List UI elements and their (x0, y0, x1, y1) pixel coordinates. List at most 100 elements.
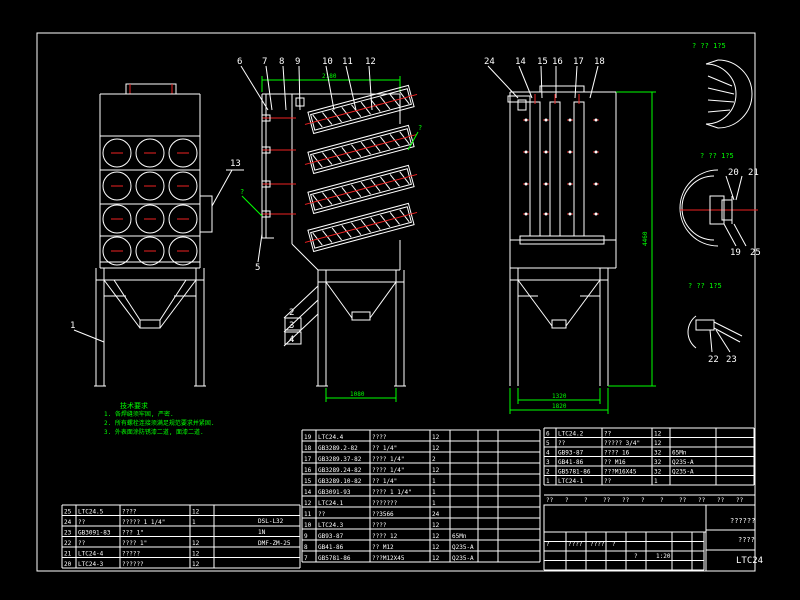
bom-center-cell: ???? 1 1/4" (372, 489, 412, 496)
balloon-15: 15 (537, 57, 548, 67)
centerline (304, 173, 418, 205)
leader-line (325, 65, 335, 111)
balloon-2: 2 (289, 308, 294, 318)
leader-line (298, 65, 301, 111)
bom-center-cell: GB93-87 (318, 533, 344, 540)
nozzle (544, 182, 548, 186)
bom-left-cell: ????? (122, 551, 140, 558)
nozzle (568, 150, 572, 154)
bom-center-cell: ?? 1/4" (372, 445, 397, 452)
bom-right-cell: LTC24-1 (558, 478, 584, 485)
bom-center-cell: 10 (304, 522, 312, 529)
bom-center-cell: 12 (432, 533, 440, 540)
bom-right-cell: 12 (654, 431, 662, 438)
bom-right-cell: GB5781-86 (558, 469, 591, 476)
balloon-14: 14 (515, 57, 526, 67)
bom-left-cell: 12 (192, 540, 200, 547)
bom-right-cell: 3 (546, 459, 550, 466)
bom-center-cell: GB3289.10-82 (318, 478, 362, 485)
filter-cartridge-end (168, 236, 198, 266)
bom-header-cell: ? (641, 497, 645, 504)
nozzle (594, 182, 598, 186)
bom-header-cell: ?? (546, 497, 554, 504)
bom-center-cell: 7 (304, 555, 308, 562)
leader-line (240, 65, 269, 111)
nozzle (594, 118, 598, 122)
bom-center-cell: 65Mn (452, 533, 467, 540)
balloon-8: 8 (279, 57, 284, 67)
bom-header-cell: ?? (603, 497, 611, 504)
balloon-3: 3 (289, 321, 294, 331)
bom-center-cell: ?? 1/4" (372, 478, 397, 485)
filter-cartridge-end (135, 171, 165, 201)
bom-header-cell: ?? (736, 497, 744, 504)
bom-right-cell: ?? (604, 478, 612, 485)
filter-cartridge-end (168, 138, 198, 168)
dim-top-width: 2180 (322, 73, 337, 80)
bom-header-cell: ?? (698, 497, 706, 504)
nozzle (594, 150, 598, 154)
bom-header-cell: ?? (622, 497, 630, 504)
mini-block-cell: ???? (568, 541, 583, 548)
bom-center-cell: GB41-86 (318, 544, 344, 551)
table-line (543, 504, 707, 533)
bom-header-cell: ?? (717, 497, 725, 504)
bom-header-cell: ? (660, 497, 664, 504)
filter-cartridge-end (102, 204, 132, 234)
dim-base-inner: 1320 (552, 393, 567, 400)
bom-center-cell: 12 (432, 434, 440, 441)
technical-notes: 技术要求 1. 各焊缝须牢固, 严密. 2. 所有螺栓连接须满足规范要求并紧固.… (104, 401, 214, 436)
balloon-11: 11 (342, 57, 353, 67)
bom-right-cell: 5 (546, 440, 550, 447)
bom-center-cell: ?? (318, 511, 326, 518)
balloon-20: 20 (728, 168, 739, 178)
detail-1-title: ? ?? 1?5 (692, 42, 726, 50)
bom-center-cell: LTC24.3 (318, 522, 344, 529)
balloon-16: 16 (552, 57, 563, 67)
bom-center-cell: 24 (432, 511, 440, 518)
bom-center-cell: 12 (432, 467, 440, 474)
balloon-4: 4 (289, 335, 294, 345)
valve (261, 114, 271, 122)
bom-right-cell: 4 (546, 450, 550, 457)
filter-cartridge-row (304, 202, 418, 253)
tech-notes-title: 技术要求 (120, 401, 148, 410)
bom-center-cell: ???? (372, 434, 387, 441)
leader-line (345, 65, 357, 111)
bom-left-cell: ??? 1" (122, 530, 144, 537)
drawing-border (36, 32, 756, 572)
bom-center-cell: GB3289.24-82 (318, 467, 362, 474)
bom-center-cell: 12 (432, 544, 440, 551)
bom-center-cell: LTC24.1 (318, 500, 344, 507)
balloon-19: 19 (730, 248, 741, 258)
bom-center-cell: 1 (432, 500, 436, 507)
bom-center-cell: ??3566 (372, 511, 394, 518)
bom-right-cell: ?? (558, 440, 566, 447)
bom-right-cell: 32 (654, 469, 662, 476)
valve (261, 210, 271, 218)
leader-line (540, 65, 543, 99)
bom-right-cell: 32 (654, 459, 662, 466)
bom-left-cell: ????? 1 1/4" (122, 519, 165, 526)
front-view: 1 13 (70, 83, 244, 387)
balloon-24: 24 (484, 57, 495, 67)
bom-right-cell: LTC24.2 (558, 431, 584, 438)
balloon-10: 10 (322, 57, 333, 67)
filter-cartridge-end (102, 236, 132, 266)
bom-left-cell: ?? (78, 519, 86, 526)
filter-cartridge-row (304, 164, 418, 215)
balloon-25: 25 (750, 248, 761, 258)
bom-center-note: DMF-ZM-25 (258, 540, 291, 547)
nozzle (524, 212, 528, 216)
nozzle (524, 118, 528, 122)
filter-cartridge-end (168, 204, 198, 234)
bom-left-cell: 22 (64, 540, 72, 547)
bom-center-cell: 15 (304, 478, 312, 485)
balloon-9: 9 (295, 57, 300, 67)
filter-cartridge-end (135, 138, 165, 168)
leader-line (368, 65, 373, 111)
mini-block-cell: ? (546, 541, 550, 548)
